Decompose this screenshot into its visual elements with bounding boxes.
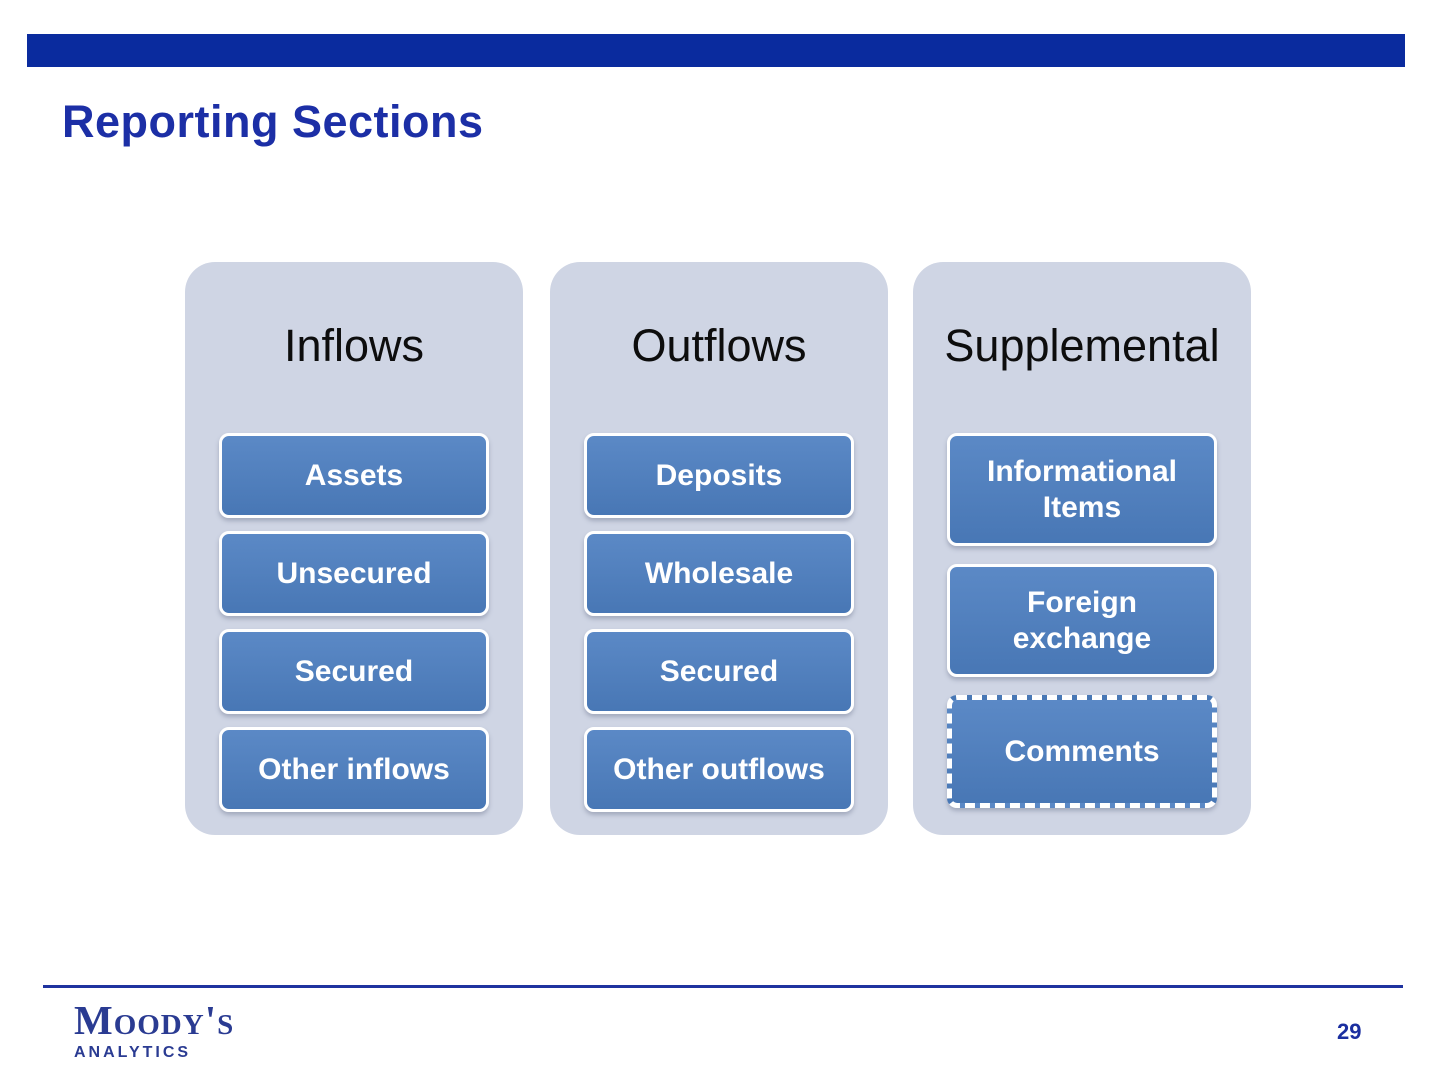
logo-brand-text: Moody's (74, 997, 235, 1043)
box-secured-outflows: Secured (584, 629, 854, 714)
box-wholesale: Wholesale (584, 531, 854, 616)
box-assets: Assets (219, 433, 489, 518)
logo-division-text: ANALYTICS (74, 1044, 192, 1061)
page-number: 29 (1337, 1019, 1362, 1044)
box-deposits: Deposits (584, 433, 854, 518)
box-informational-items: Informational Items (947, 433, 1217, 546)
box-unsecured-inflows: Unsecured (219, 531, 489, 616)
box-other-outflows: Other outflows (584, 727, 854, 812)
column-header-inflows: Inflows (283, 320, 425, 371)
column-header-outflows: Outflows (631, 320, 807, 371)
box-other-inflows: Other inflows (219, 727, 489, 812)
supplemental-box-list: Informational Items Foreign exchange Com… (947, 433, 1217, 808)
column-outflows: Outflows Deposits Wholesale Secured Othe… (550, 262, 888, 835)
column-inflows: Inflows Assets Unsecured Secured Other i… (185, 262, 523, 835)
slide-title: Reporting Sections (62, 96, 484, 147)
box-comments: Comments (947, 695, 1217, 808)
footer-divider-line (43, 985, 1403, 988)
moodys-analytics-logo: Moody's ANALYTICS (74, 1000, 234, 1062)
top-accent-bar (27, 34, 1405, 67)
outflows-box-list: Deposits Wholesale Secured Other outflow… (584, 433, 854, 812)
column-supplemental: Supplemental Informational Items Foreign… (913, 262, 1251, 835)
column-header-supplemental: Supplemental (944, 320, 1220, 371)
inflows-box-list: Assets Unsecured Secured Other inflows (219, 433, 489, 812)
box-foreign-exchange: Foreign exchange (947, 564, 1217, 677)
box-secured-inflows: Secured (219, 629, 489, 714)
